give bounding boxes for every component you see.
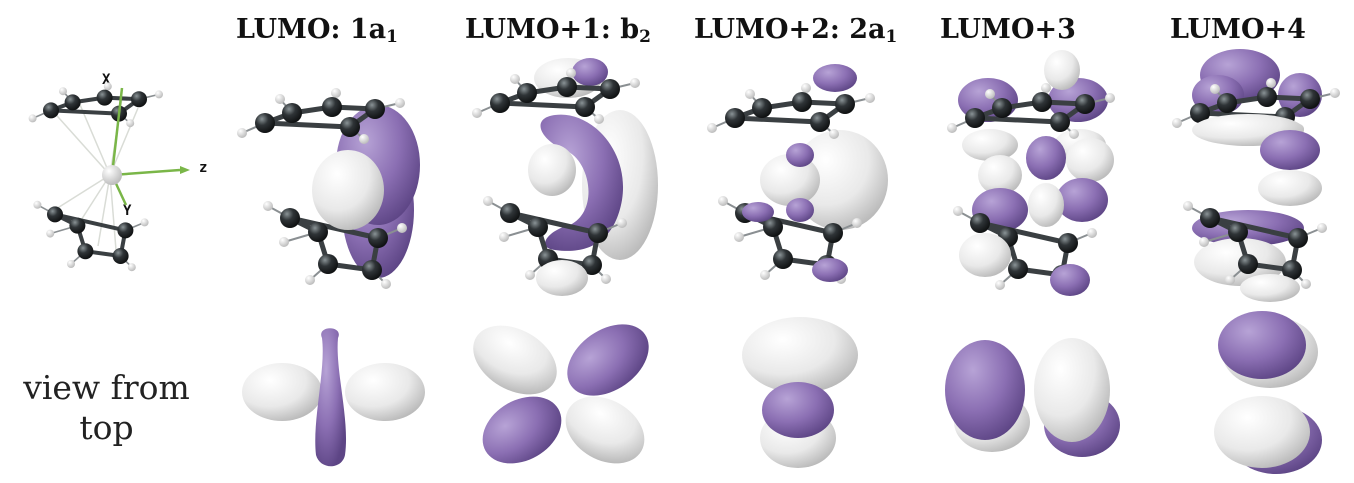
lumo-plus-3-side-view bbox=[947, 50, 1115, 296]
orbital-label-text: LUMO: 1a bbox=[236, 14, 387, 45]
lumo-plus-4-top-view bbox=[1214, 311, 1322, 474]
orbital-label-text: LUMO+2: 2a bbox=[694, 14, 886, 45]
lumo-1a1-side-view bbox=[237, 88, 420, 289]
lumo-plus-1-side-view bbox=[472, 58, 658, 296]
orbital-label-text: LUMO+3 bbox=[940, 14, 1076, 45]
orbital-label-subscript: 2 bbox=[639, 27, 651, 47]
lumo-1a1-top-view bbox=[242, 328, 425, 467]
orbital-label-lumo-plus-4: LUMO+4 bbox=[1170, 14, 1306, 47]
lumo-plus-1-top-view bbox=[473, 324, 649, 464]
orbital-label-lumo: LUMO: 1a1 bbox=[236, 14, 398, 47]
ferrocene-structure-with-axes bbox=[29, 82, 190, 271]
axis-label-z: z bbox=[199, 160, 208, 176]
orbital-label-lumo-plus-2: LUMO+2: 2a1 bbox=[694, 14, 897, 47]
lumo-plus-2-top-view bbox=[742, 317, 858, 468]
orbital-label-subscript: 1 bbox=[885, 27, 898, 47]
view-from-top-caption: view from top bbox=[14, 368, 199, 448]
caption-line-1: view from bbox=[23, 368, 190, 407]
lumo-plus-4-side-view bbox=[1172, 49, 1340, 302]
axis-label-x: X bbox=[102, 72, 111, 88]
orbital-label-text: LUMO+1: b bbox=[465, 14, 640, 45]
lumo-plus-3-top-view bbox=[945, 338, 1120, 457]
orbital-label-text: LUMO+4 bbox=[1170, 14, 1306, 45]
orbital-label-lumo-plus-1: LUMO+1: b2 bbox=[465, 14, 651, 47]
lumo-plus-2-side-view bbox=[707, 64, 888, 284]
orbital-label-subscript: 1 bbox=[386, 27, 398, 47]
caption-line-2: top bbox=[79, 408, 134, 447]
orbital-label-lumo-plus-3: LUMO+3 bbox=[940, 14, 1076, 47]
axis-label-y: Y bbox=[123, 203, 132, 219]
